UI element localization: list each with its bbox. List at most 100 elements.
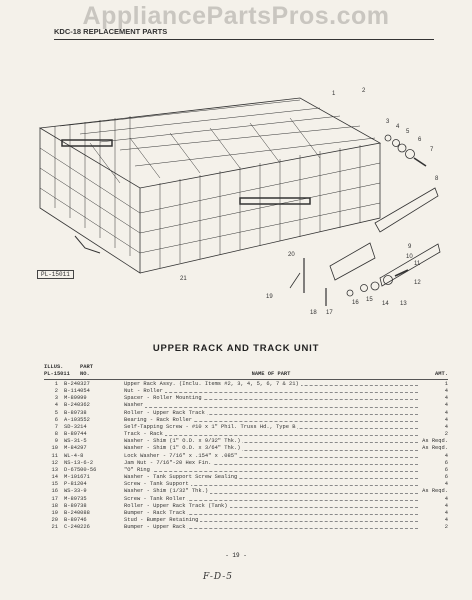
callout-6: 6 — [418, 137, 422, 143]
callout-5: 5 — [406, 129, 410, 135]
part-amount: 4 — [444, 388, 448, 395]
table-row: 19 B-240088 Bumper - Rack Track 4 — [44, 509, 448, 517]
part-header: PART — [80, 364, 93, 370]
part-number: NS-13-6-2 — [64, 459, 94, 466]
part-number: B-240362 — [64, 402, 90, 409]
part-amount: 4 — [444, 423, 448, 430]
rack-track-drawing — [289, 187, 441, 293]
header-rule — [54, 39, 434, 40]
page-number: - 19 - — [225, 552, 247, 559]
part-amount: 4 — [444, 402, 448, 409]
illus-number: 2 — [54, 388, 58, 395]
part-name: "O" Ring — [124, 466, 152, 473]
part-number: B-89738 — [64, 502, 87, 509]
leader-dots — [124, 442, 418, 444]
part-amount: 6 — [444, 466, 448, 473]
part-amount: 4 — [444, 452, 448, 459]
watermark: AppliancePartsPros.com — [82, 2, 390, 30]
part-number: WL-4-8 — [64, 452, 84, 459]
callout-13: 13 — [400, 301, 407, 307]
part-name: Washer - Shim (1/32" Thk.) — [124, 488, 211, 495]
leader-dots — [124, 449, 418, 451]
callout-12: 12 — [414, 280, 421, 286]
part-name-cell: Washer - Shim (1/32" Thk.) — [124, 488, 418, 495]
leader-dots — [124, 392, 418, 394]
callout-1: 1 — [332, 91, 336, 97]
part-name: Bumper - Rack Track — [124, 509, 188, 516]
part-number: M-89999 — [64, 395, 87, 402]
illus-number: 12 — [51, 459, 58, 466]
parts-table: ILLUS. PART PL-15011 NO. NAME OF PART AM… — [44, 364, 448, 531]
table-header-row-1: ILLUS. PART — [44, 364, 448, 371]
illus-number: 10 — [51, 445, 58, 452]
illus-number: 13 — [51, 466, 58, 473]
part-amount: 4 — [444, 509, 448, 516]
part-number: B-240088 — [64, 509, 90, 516]
part-number: M-84297 — [64, 445, 87, 452]
part-name: Jam Nut - 7/16"-20 Hex Fin. — [124, 459, 214, 466]
leader-dots — [124, 528, 418, 530]
table-row: 18 B-89738 Roller - Upper Rack Track (Tank… — [44, 502, 448, 510]
part-number: B-114054 — [64, 388, 90, 395]
exploded-parts-diagram: 1 2 3 4 5 6 7 8 9 10 11 12 13 14 15 16 1… — [38, 88, 441, 316]
callout-15: 15 — [366, 297, 373, 303]
part-amount: 6 — [444, 474, 448, 481]
part-name: Lock Washer - 7/16" x .154" x .085" — [124, 452, 240, 459]
illus-number: 8 — [54, 431, 58, 438]
part-name-cell: Jam Nut - 7/16"-20 Hex Fin. — [124, 459, 418, 467]
part-name: Washer — [124, 402, 146, 409]
part-name: Bumper - Upper Rack — [124, 524, 188, 531]
part-name-cell: "O" Ring — [124, 466, 418, 474]
roller-hardware-drawing — [384, 134, 427, 167]
name-header: NAME OF PART — [251, 371, 291, 377]
illus-number: 9 — [54, 438, 58, 445]
part-name-cell: Lock Washer - 7/16" x .154" x .085" — [124, 452, 418, 460]
part-name: Roller - Upper Rack Track (Tank) — [124, 502, 230, 509]
part-amount: 2 — [444, 431, 448, 438]
upper-rack-drawing — [38, 97, 382, 274]
leader-dots — [124, 435, 418, 437]
part-number: D-67500-56 — [64, 466, 97, 473]
part-amount: 4 — [444, 416, 448, 423]
callout-19: 19 — [266, 294, 273, 300]
table-row: 11 WL-4-8 Lock Washer - 7/16" x .154" x .0… — [44, 452, 448, 460]
illus-number: 11 — [51, 452, 58, 459]
leader-dots — [124, 456, 418, 458]
part-name: Self-Tapping Screw - #10 x 1" Phil. Trus… — [124, 423, 298, 430]
leader-dots — [124, 463, 418, 465]
part-number: B-240327 — [64, 381, 90, 387]
part-name-cell: Stud - Bumper Retaining — [124, 516, 418, 524]
callout-9: 9 — [408, 244, 412, 250]
illus-number: 18 — [51, 502, 58, 509]
illus-number: 6 — [54, 416, 58, 423]
leader-dots — [124, 420, 418, 422]
part-name-cell: Washer - Shim (1" O.D. x 9/32" Thk.) — [124, 438, 418, 445]
illus-header: ILLUS. — [44, 364, 64, 370]
leader-dots — [124, 471, 418, 473]
leader-dots — [124, 478, 418, 480]
part-name-cell: Bumper - Rack Track — [124, 509, 418, 517]
illus-number: 19 — [51, 509, 58, 516]
callout-2: 2 — [362, 88, 366, 94]
part-amount: 4 — [444, 395, 448, 402]
leader-dots — [124, 399, 418, 401]
part-name: Upper Rack Assy. (Inclu. Items #2, 3, 4,… — [124, 381, 301, 387]
part-name-cell: Bumper - Upper Rack — [124, 524, 418, 531]
callout-16: 16 — [352, 300, 359, 306]
footer-mark: F-D-5 — [203, 572, 234, 582]
illus-number: 1 — [54, 381, 58, 387]
part-name: Screw - Tank Support — [124, 481, 191, 488]
part-amount: 4 — [444, 502, 448, 509]
part-amount: As Reqd. — [422, 445, 448, 452]
callout-4: 4 — [396, 124, 400, 130]
leader-dots — [124, 413, 418, 415]
part-name-cell: Washer — [124, 402, 418, 409]
illus-number: 20 — [51, 516, 58, 523]
